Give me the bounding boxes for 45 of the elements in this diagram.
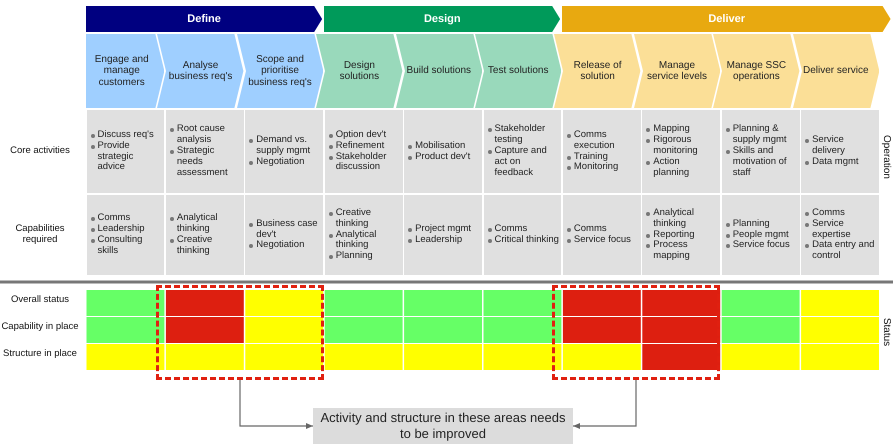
- table-cell: Service delivery Data mgmt: [801, 110, 879, 193]
- table-cell: Creative thinking Analytical thinking Planning: [324, 195, 403, 275]
- row-label: Capability in place: [0, 320, 80, 334]
- table-cell: Comms Service focus: [562, 195, 641, 275]
- process-step: Manage service levels: [634, 34, 720, 108]
- process-step: Manage SSC operations: [713, 34, 800, 108]
- table-cell: Planning People mgmt Service focus: [722, 195, 800, 275]
- table-cell: Mobilisation Product dev't: [404, 110, 482, 193]
- table-cell: Analytical thinking Creative thinking: [166, 195, 244, 275]
- side-label: Status: [880, 316, 893, 348]
- table-cell: Comms Critical thinking: [484, 195, 562, 275]
- process-step: Scope and prioritise business req's: [236, 34, 324, 108]
- table-cell: Comms execution Training Monitoring: [562, 110, 641, 193]
- table-cell: Project mgmt Leadership: [404, 195, 482, 275]
- table-cell: Business case dev't Negotiation: [245, 195, 324, 275]
- highlight-box: [156, 285, 324, 380]
- phase-banner: Design: [324, 6, 560, 32]
- row-label: Capabilities required: [14, 222, 66, 247]
- process-step: Design solutions: [316, 34, 403, 108]
- table-cell: Option dev't Refinement Stakeholder discussion: [324, 110, 403, 193]
- table-cell: Discuss req's Provide strategic advice: [86, 110, 164, 193]
- highlight-box: [552, 285, 720, 380]
- arrow: [239, 380, 313, 429]
- process-step: Deliver service: [792, 34, 879, 108]
- process-step: Release of solution: [554, 34, 641, 108]
- table-cell: Comms Service expertise Data entry and control: [801, 195, 879, 275]
- arrow: [573, 380, 637, 429]
- note-box: Activity and structure in these areas needs to be improved: [313, 408, 573, 444]
- row-label: Core activities: [9, 144, 71, 158]
- process-step: Build solutions: [396, 34, 482, 108]
- table-cell: Demand vs. supply mgmt Negotiation: [245, 110, 324, 193]
- table-cell: Mapping Rigorous monitoring Action planning: [642, 110, 720, 193]
- process-step: Test solutions: [475, 34, 562, 108]
- side-label: Operation: [880, 134, 893, 181]
- process-step: Engage and manage customers: [86, 34, 164, 108]
- phase-banner: Define: [86, 6, 322, 32]
- table-cell: Root cause analysis Strategic needs assessment: [166, 110, 244, 193]
- table-cell: Planning & supply mgmt Skills and motivation of staff: [722, 110, 800, 193]
- phase-banner: Deliver: [562, 6, 891, 32]
- process-step: Analyse business req's: [157, 34, 244, 108]
- table-cell: Comms Leadership Consulting skills: [86, 195, 164, 275]
- table-cell: Stakeholder testing Capture and act on feedback: [484, 110, 562, 193]
- row-label: Structure in place: [2, 346, 78, 361]
- table-cell: Analytical thinking Reporting Process mapping: [642, 195, 720, 275]
- row-label: Overall status: [10, 292, 70, 307]
